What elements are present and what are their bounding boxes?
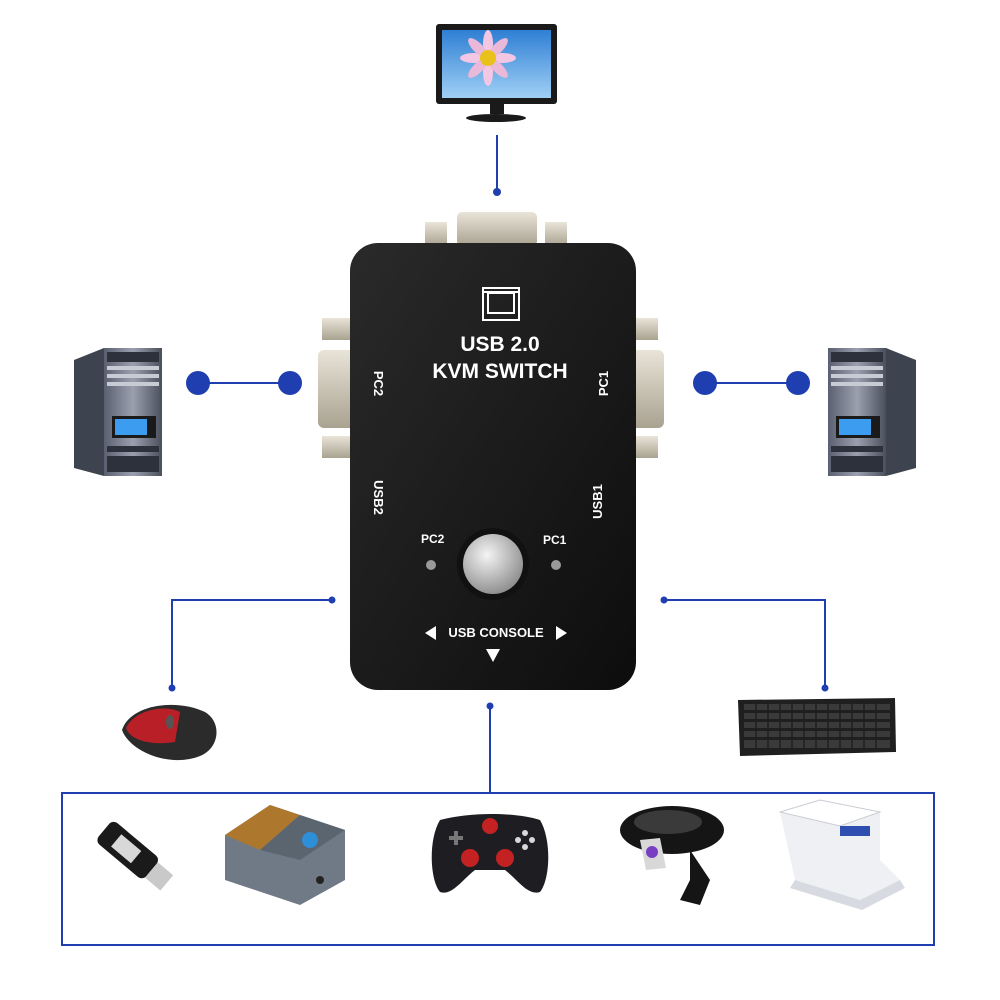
gamepad-icon xyxy=(431,814,549,893)
dot-mouse-a xyxy=(328,596,336,604)
usb-flash-drive-icon xyxy=(97,821,174,891)
switch-button[interactable] xyxy=(463,534,523,594)
vga-screw-right-bottom xyxy=(630,436,658,458)
arrow-right-icon xyxy=(556,626,567,640)
vga-screw-top-left xyxy=(425,222,447,246)
vga-screw-top-right xyxy=(545,222,567,246)
keyboard-connector xyxy=(664,599,826,688)
vga-port-right xyxy=(630,350,664,428)
dot-mouse-b xyxy=(168,684,176,692)
dot-kb-b xyxy=(821,684,829,692)
dot-pc1-a xyxy=(693,371,717,395)
kvm-switch-device xyxy=(318,212,664,690)
switch-title-line1: USB 2.0 xyxy=(460,333,540,356)
keyboard-icon xyxy=(738,698,896,756)
led-label-pc2: PC2 xyxy=(421,532,445,546)
webcam-icon xyxy=(620,806,724,905)
vga-port-left xyxy=(318,350,358,428)
led-pc2 xyxy=(426,560,436,570)
arrow-down-icon xyxy=(486,649,500,662)
vga-screw-right-top xyxy=(630,318,658,340)
switch-body xyxy=(350,243,636,690)
pc-tower-right-icon xyxy=(828,348,916,476)
mouse-icon xyxy=(122,704,217,761)
port-label-pc2: PC2 xyxy=(371,370,387,397)
dot-monitor xyxy=(493,188,501,196)
port-label-pc1: PC1 xyxy=(596,370,612,397)
vga-port-top xyxy=(457,212,537,246)
connector-dots xyxy=(168,188,829,710)
scanner-icon xyxy=(778,799,905,910)
led-label-pc1: PC1 xyxy=(543,533,567,547)
monitor-icon xyxy=(436,24,557,122)
dot-pc1-b xyxy=(786,371,810,395)
console-label: USB CONSOLE xyxy=(448,625,544,640)
port-label-usb1: USB1 xyxy=(589,484,605,519)
dot-pc2-b xyxy=(278,371,302,395)
vga-screw-left-bottom xyxy=(322,436,358,458)
monitor-port-icon xyxy=(482,287,520,321)
receipt-printer-icon xyxy=(225,805,345,905)
arrow-left-icon xyxy=(425,626,436,640)
pc-tower-left-icon xyxy=(74,348,162,476)
switch-title-line2: KVM SWITCH xyxy=(432,360,568,383)
led-pc1 xyxy=(551,560,561,570)
port-label-usb2: USB2 xyxy=(370,480,386,515)
peripheral-frame xyxy=(61,792,935,946)
vga-screw-left-top xyxy=(322,318,358,340)
mouse-connector xyxy=(171,599,332,688)
connector-lines xyxy=(61,135,935,946)
dot-console xyxy=(486,702,494,710)
dot-pc2-a xyxy=(186,371,210,395)
dot-kb-a xyxy=(660,596,668,604)
